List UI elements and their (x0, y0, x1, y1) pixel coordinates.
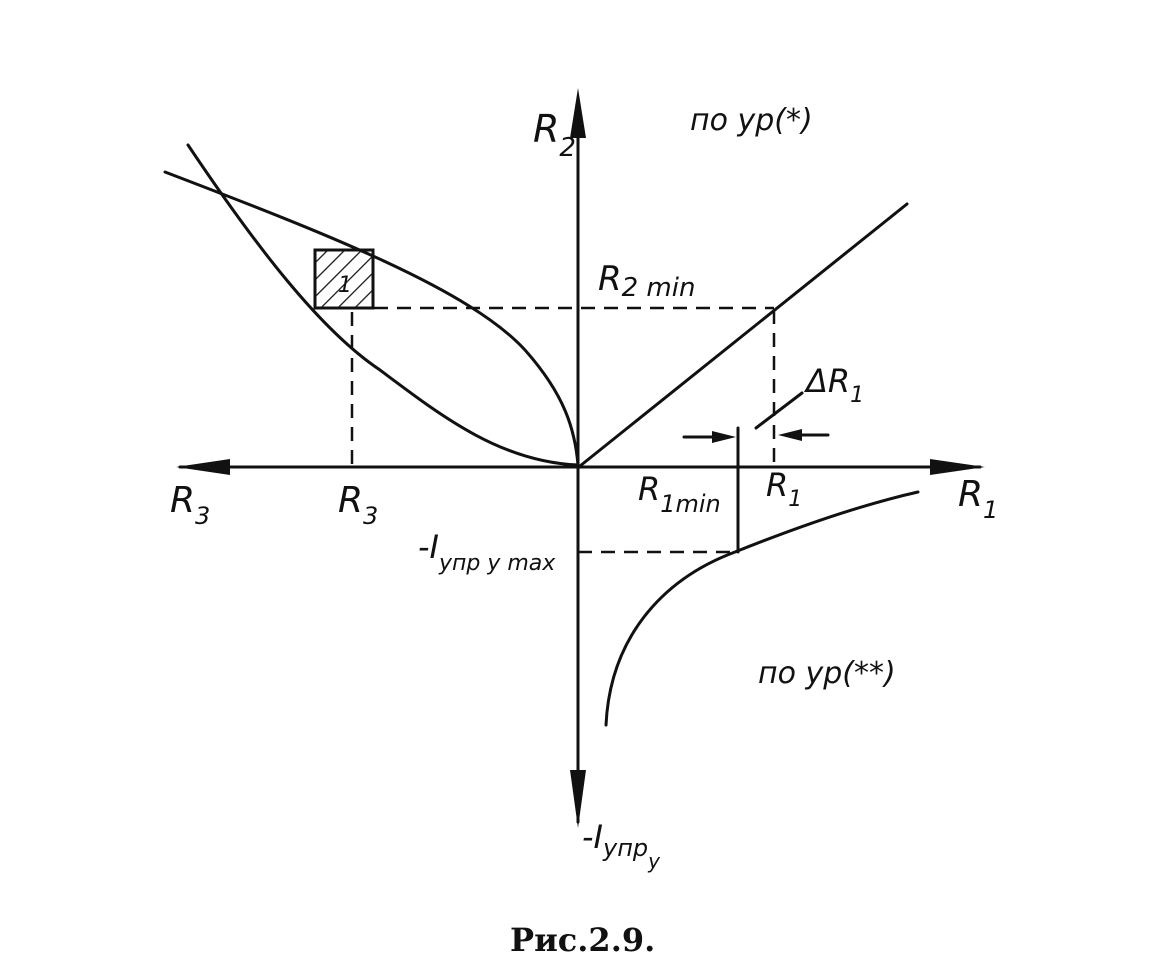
i-axis-label: -Iупру (582, 818, 661, 873)
delta-r1-indicator (682, 391, 830, 443)
r2-axis-label: R2 (533, 107, 576, 163)
r2-axis-arrowhead (570, 88, 586, 138)
eq1-label: по ур(*) (690, 103, 813, 138)
i-axis-arrowhead (570, 770, 586, 828)
r1-axis-label: R1 (958, 474, 998, 524)
r3-axis-label: R3 (170, 480, 210, 530)
imax-label: -Iупр у max (418, 528, 556, 576)
delta-r1-label: ΔR1 (803, 362, 864, 408)
r3-tick-label: R3 (338, 480, 378, 530)
figure-caption: Рис.2.9. (510, 921, 655, 959)
lower-left-curve (186, 143, 580, 467)
construction-lines (350, 306, 776, 554)
r2min-label: R2 min (598, 259, 695, 303)
r1min-label: R1min (638, 470, 721, 518)
axes (176, 88, 985, 828)
lower-right-curve (604, 490, 920, 727)
box-mark: 1 (338, 273, 352, 298)
r1-axis-arrowhead (930, 459, 985, 475)
curves (163, 143, 920, 727)
hatched-square: 1 (313, 248, 375, 310)
labels: R2 по ур(*) R2 min ΔR1 R3 R3 R1min R1 R1… (170, 103, 998, 959)
upper-left-curve (163, 170, 580, 467)
eq2-label: по ур(**) (758, 656, 896, 691)
straight-line (578, 202, 909, 468)
r3-axis-arrowhead (176, 459, 230, 475)
r1-tick-label: R1 (766, 466, 802, 512)
